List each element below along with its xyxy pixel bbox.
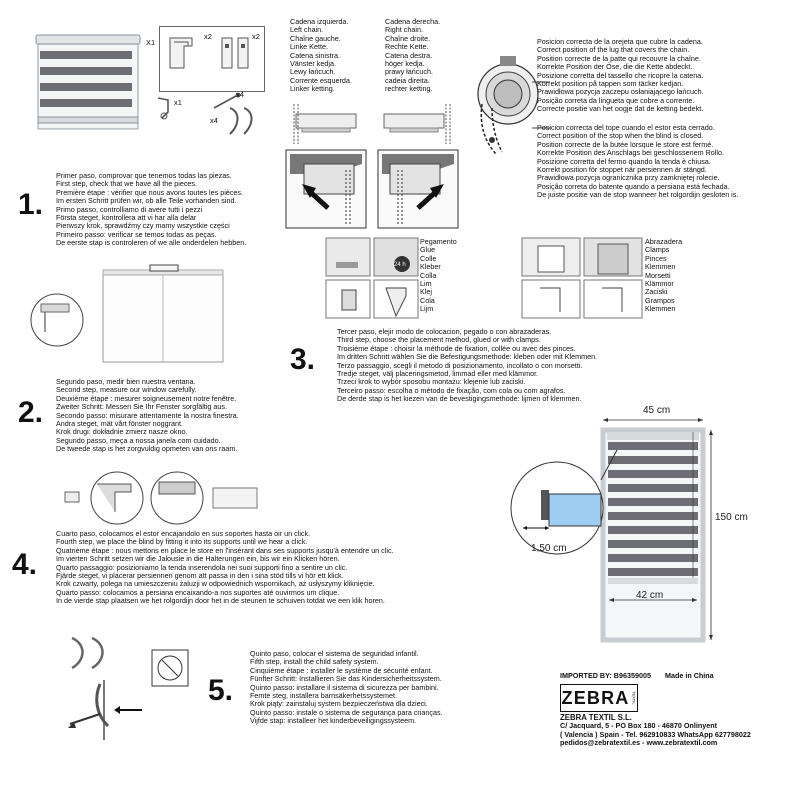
step-4-text: Cuarto paso, colocamos el estor encajand… (56, 529, 394, 606)
width-top-label: 45 cm (643, 405, 671, 416)
left-chain-diagram (293, 104, 357, 144)
made-in: Made in China (664, 671, 714, 680)
step-2-text: Segundo paso, medir bien nuestra ventana… (56, 377, 239, 454)
right-chain-mount-closeup (377, 149, 459, 229)
step-2-number: 2. (18, 396, 44, 429)
bracket-icon (169, 37, 193, 69)
kit-count-screws: x4 (236, 90, 244, 99)
address-line-1: C/ Jacquard, 5 - PO Box 180 - 46870 Onli… (560, 721, 717, 731)
glue-method-images (325, 237, 419, 319)
weight-icon (157, 97, 169, 120)
clip-icon (221, 37, 249, 69)
step-5-number: 5. (208, 674, 234, 707)
child-safety-diagram (68, 636, 189, 740)
screw-icon (213, 92, 241, 109)
imported-by: IMPORTED BY: B96359005 (560, 671, 651, 680)
kit-count-clips: x2 (252, 32, 260, 41)
left-chain-mount-closeup (285, 149, 367, 229)
step-5-text: Quinto paso, colocar el sistema de segur… (250, 649, 443, 726)
lug-position-text: Posicion correcta de la orejeta que cubr… (537, 37, 704, 114)
mounting-diagram (64, 471, 258, 525)
stop-position-text: Posicion correcta del tope cuando el est… (537, 123, 739, 200)
importer-block: IMPORTED BY: B96359005 Made in China ZEB… (560, 671, 790, 747)
kit-count-blind: X1 (146, 38, 156, 47)
kit-count-safety: x4 (210, 116, 218, 125)
step-4-number: 4. (12, 548, 38, 581)
blind-dimension-diagram (510, 418, 713, 643)
kit-count-brackets: x2 (204, 32, 212, 41)
parts-box (159, 26, 265, 92)
height-label: 150 cm (715, 512, 748, 523)
safety-clip-icon (229, 107, 253, 135)
blind-stripes (608, 442, 698, 576)
step-3-text: Tercer paso, elejir modo de colocacion, … (337, 327, 598, 404)
step-1-text: Primer paso, comprovar que tenemos todas… (56, 171, 247, 248)
clamp-method-images (521, 237, 643, 319)
contact-line: pedidos@zebratextil.es - www.zebratextil… (560, 738, 718, 748)
left-chain-text: Cadena izquierda.Left chain.Chaîne gauch… (290, 17, 352, 94)
company-name: ZEBRA TEXTIL S.L. (560, 713, 632, 722)
width-bottom-label: 42 cm (636, 590, 664, 601)
right-chain-diagram (383, 104, 451, 144)
chain-mechanism-diagram (477, 56, 550, 155)
zebra-logo: ZEBRA TEXTIL (560, 684, 638, 712)
window-measure-diagram (30, 264, 224, 363)
address-line-2: ( Valencia ) Spain - Tel. 962910833 What… (560, 729, 751, 739)
right-chain-text: Cadena derecha.Right chain.Chaîne droite… (385, 17, 441, 94)
glue-temp-label: 24 h (394, 262, 406, 268)
step-1-number: 1. (18, 188, 44, 221)
blind-illustration (35, 34, 141, 130)
kit-contents-panel: X1 x2 x2 x1 x4 x4 (35, 24, 266, 135)
kit-count-weight: x1 (174, 98, 182, 107)
offset-label: 1,50 cm (531, 543, 567, 554)
step-3-number: 3. (290, 343, 316, 376)
